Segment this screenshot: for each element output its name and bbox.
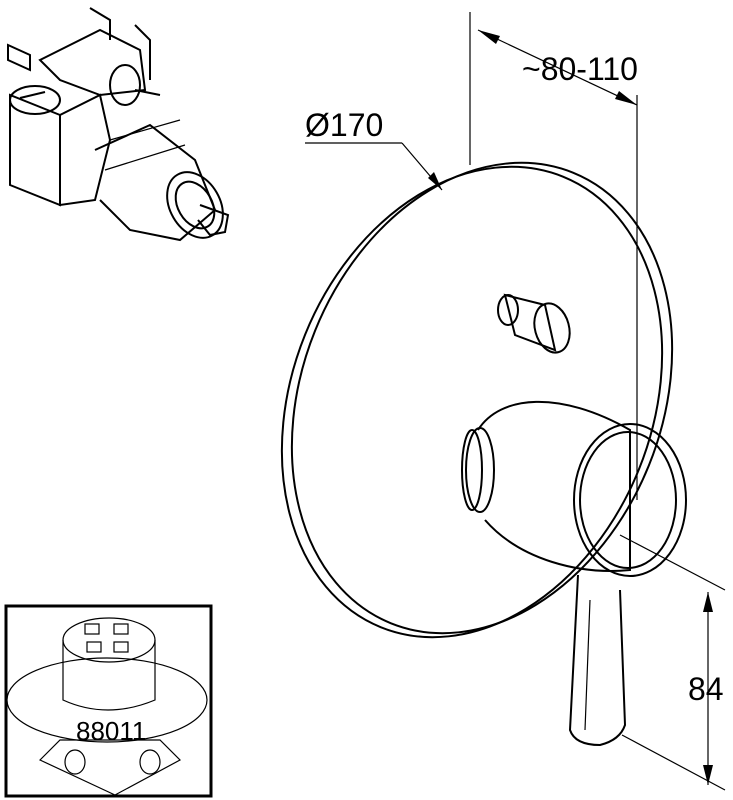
mixer-handle bbox=[461, 400, 687, 747]
diameter-dimension-label: Ø170 bbox=[305, 107, 383, 143]
diverter-knob bbox=[497, 293, 571, 354]
dimension-lines bbox=[305, 12, 726, 791]
inset-box bbox=[4, 604, 213, 798]
concealed-valve-body-illustration bbox=[7, 7, 230, 242]
projection-dimension-label: ~80-110 bbox=[522, 51, 638, 87]
lever-height-dimension-label: 84 bbox=[688, 671, 724, 707]
part-number-label: 88011 bbox=[76, 716, 146, 746]
rosette-plate bbox=[280, 161, 674, 639]
